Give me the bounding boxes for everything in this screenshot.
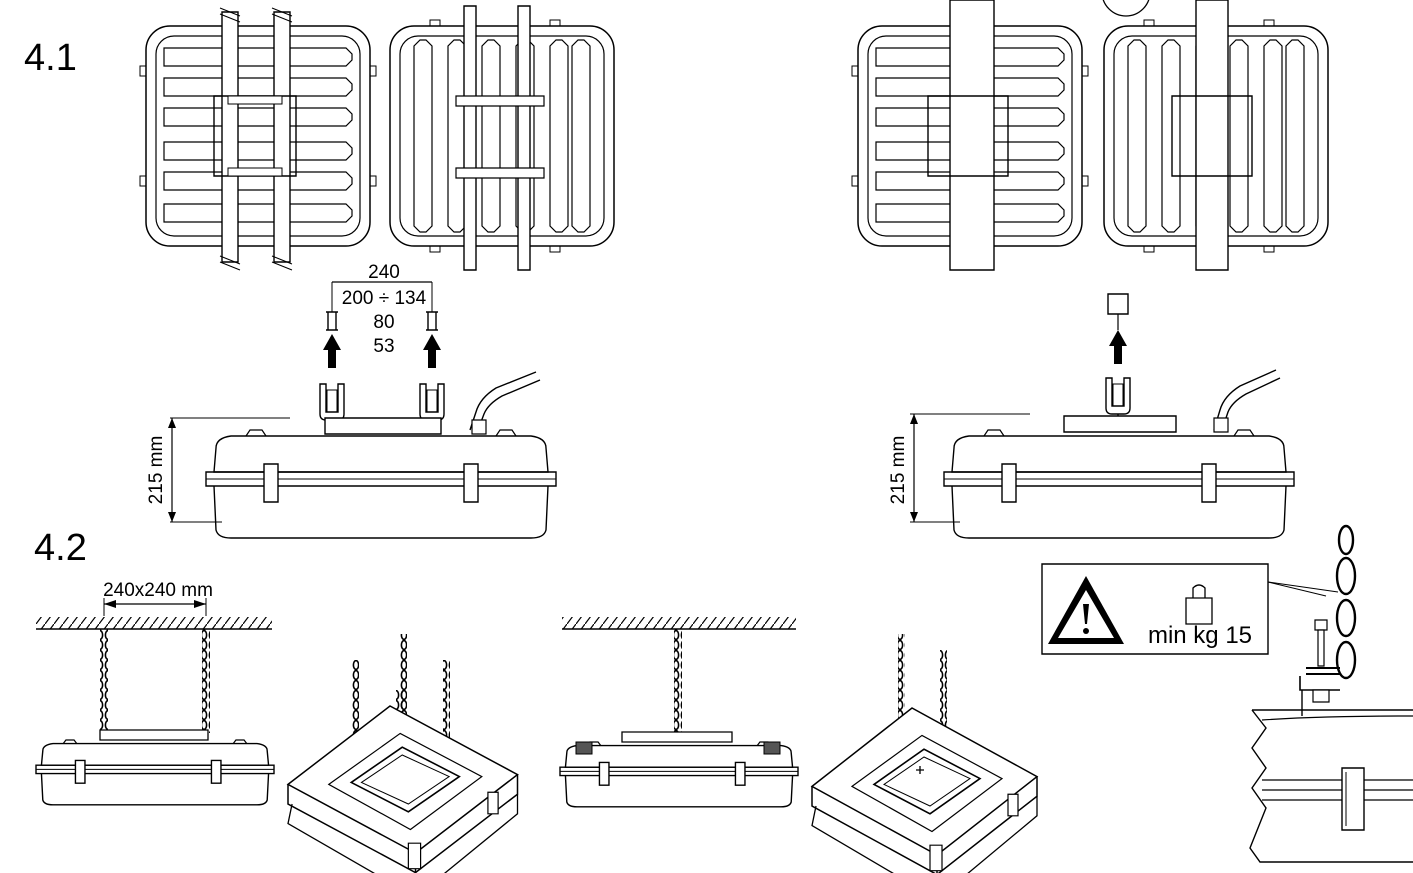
top-view-horizontal-slots-right (851, 0, 1089, 270)
side-view-single-hook (943, 294, 1295, 539)
warning-triangle-icon (1048, 576, 1124, 644)
chain-spacing-dimension: 240x240 mm (103, 580, 213, 616)
min-load-label: min kg 15 (1148, 622, 1252, 649)
height-label-right: 215 mm (888, 436, 909, 505)
isometric-fixture-four-chains (287, 634, 519, 873)
chain-spacing-label: 240x240 mm (103, 580, 213, 601)
bracket-spacing-dimension: 240 200 ÷ 134 80 53 (332, 262, 432, 357)
ceiling-middle (562, 617, 796, 629)
section-label-4-2: 4.2 (34, 527, 87, 569)
spacing-range: 200 ÷ 134 (342, 288, 427, 309)
spacing-option-80: 80 (373, 312, 394, 333)
chain-detail (1300, 526, 1355, 716)
spacing-value: 240 (368, 262, 400, 283)
ceiling-left (36, 617, 272, 629)
spacing-option-53: 53 (373, 336, 394, 357)
suspended-fixture-single-chain (559, 629, 799, 808)
side-view-two-hooks (205, 311, 557, 539)
height-dimension-left: 215 mm (146, 418, 290, 522)
section-label-4-1: 4.1 (24, 37, 77, 79)
top-view-vertical-slots-left (389, 6, 615, 270)
suspended-fixture-two-chains (35, 629, 275, 806)
load-warning-sign: min kg 15 (1042, 564, 1268, 654)
height-label-left: 215 mm (146, 436, 167, 505)
weight-icon (1186, 585, 1212, 624)
height-dimension-right: 215 mm (888, 414, 1030, 522)
top-view-horizontal-slots-left (139, 7, 377, 271)
top-view-vertical-slots-right (1103, 0, 1329, 270)
fixture-detail-cutaway (1250, 710, 1413, 862)
isometric-fixture-two-chains (811, 634, 1038, 873)
